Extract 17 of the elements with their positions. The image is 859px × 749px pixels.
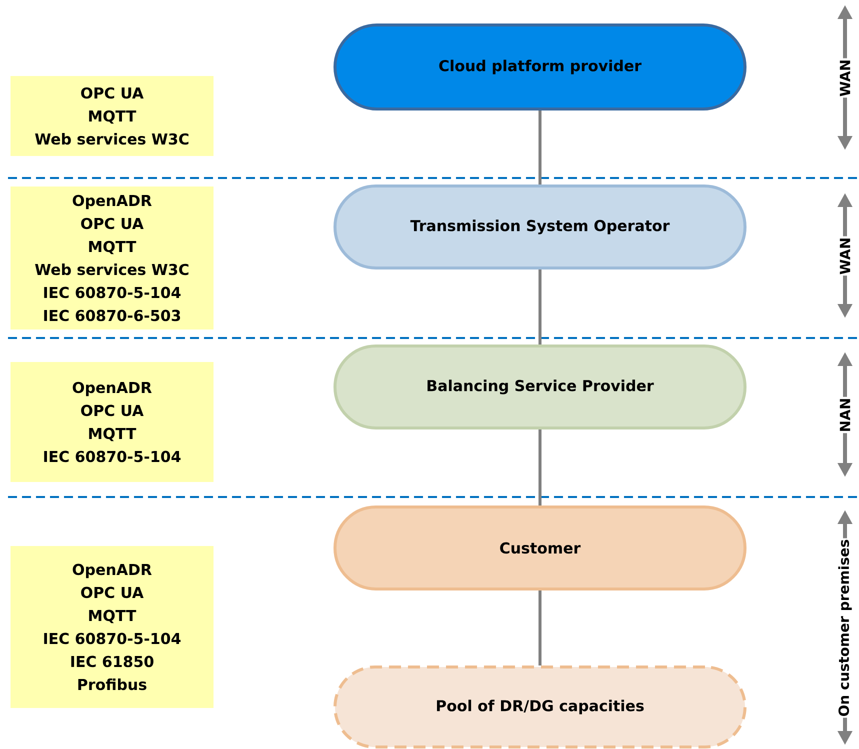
range-label: WAN <box>838 236 852 276</box>
range-label: NAN <box>838 396 852 434</box>
rounded-box: Cloud platform provider <box>334 23 746 110</box>
protocol-list-box: OpenADR OPC UA MQTT IEC 60870-5-104 <box>10 362 214 482</box>
range-label: WAN <box>838 58 852 98</box>
connector-line <box>538 429 542 506</box>
connector-line <box>538 590 542 666</box>
protocol-list-box: OpenADR OPC UA MQTT Web services W3C IEC 60870-5-104 IEC 60870-6-503 <box>10 186 214 330</box>
connector-line <box>538 110 542 184</box>
connector-line <box>538 269 542 344</box>
dashed-rounded-box: Pool of DR/DG capacities <box>334 665 746 748</box>
range-label: On customer premises <box>837 538 853 718</box>
rounded-box: Customer <box>334 505 746 590</box>
rounded-box: Balancing Service Provider <box>334 344 746 430</box>
protocol-list-box: OpenADR OPC UA MQTT IEC 60870-5-104 IEC 61850 Profibus <box>10 546 214 708</box>
rounded-box: Transmission System Operator <box>334 184 746 270</box>
protocol-list-box: OPC UA MQTT Web services W3C <box>10 76 214 156</box>
